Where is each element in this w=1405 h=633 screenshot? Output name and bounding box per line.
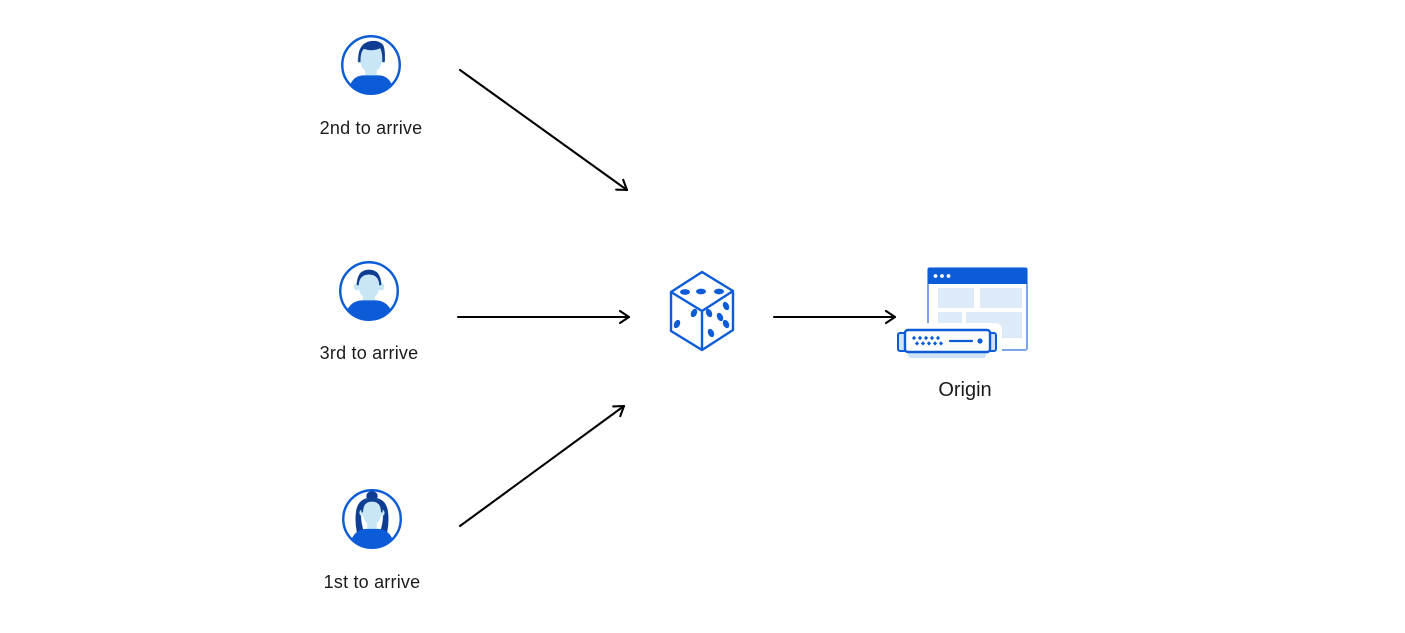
node-user-second: 2nd to arrive [320,34,422,138]
arrow-user1-to-dice [458,404,626,528]
dice-pips-left [673,308,698,329]
dice-icon [669,270,735,352]
node-label: 3rd to arrive [319,343,419,363]
server-base [908,352,986,358]
dice-pips-right [705,301,730,338]
avatar-face [360,42,382,73]
avatar-hair-front [361,498,383,513]
avatar-face [358,269,380,299]
avatar-shirt [347,75,395,93]
node-user-first: 1st to arrive [324,488,420,592]
dice-pips-top [680,288,724,295]
avatar-hair [358,40,385,63]
server-led [977,338,983,344]
origin-server [897,328,997,358]
male-avatar-pompadour-icon [341,35,401,95]
arrow-user2-to-dice [458,68,629,192]
origin-server-icon [894,267,1028,362]
server-vent-pattern [911,335,944,346]
node-randomizer [664,264,740,361]
browser-title-bar [928,268,1027,284]
node-label: 2nd to arrive [319,118,423,138]
node-origin: Origin [894,262,1030,401]
avatar-hair [356,269,382,286]
server-body [903,328,992,354]
male-avatar-flattop-icon [339,261,399,321]
node-label: 1st to arrive [323,572,421,592]
female-avatar-bun-icon [342,489,402,549]
origin-label: Origin [938,379,992,401]
node-user-third: 3rd to arrive [320,260,418,363]
browser-window-dots [933,274,951,278]
dice-edges [670,289,734,350]
avatar-face [363,498,381,526]
